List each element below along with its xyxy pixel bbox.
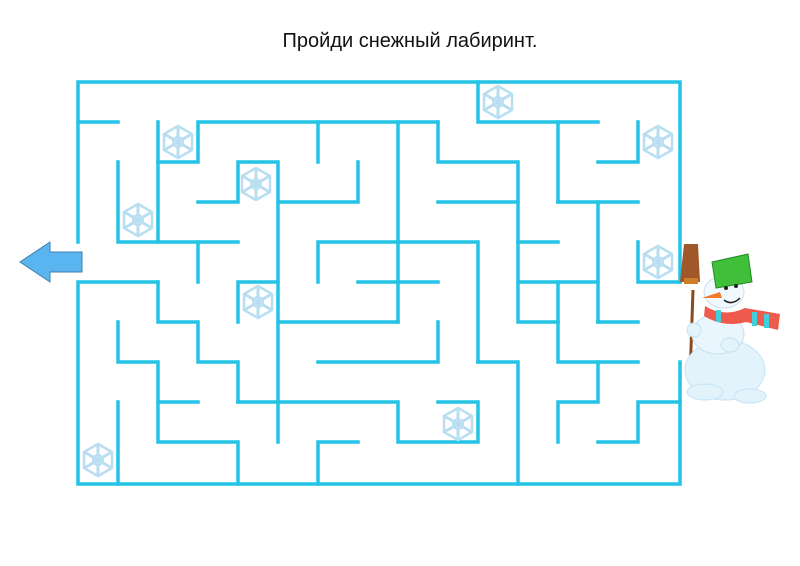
- snowflake-icon: [82, 442, 114, 478]
- left-arrow-icon: [19, 241, 83, 283]
- snowflake-icon: [242, 284, 274, 320]
- snowflake-icon: [240, 166, 272, 202]
- snowflake-icon: [122, 202, 154, 238]
- page-title: Пройди снежный лабиринт.: [282, 30, 538, 52]
- snowman-icon: [680, 244, 780, 404]
- snowflake-icon: [482, 84, 514, 120]
- snowflake-icon: [442, 406, 474, 442]
- snowflake-icon: [642, 124, 674, 160]
- snowflake-icon: [642, 244, 674, 280]
- maze-walls: [76, 80, 682, 486]
- snowflake-icon: [162, 124, 194, 160]
